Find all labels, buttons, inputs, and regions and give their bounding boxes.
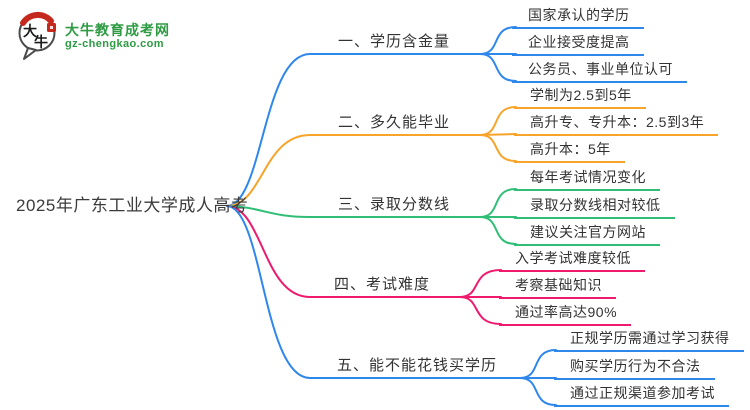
leaf-node: 企业接受度提高 (512, 34, 644, 56)
leaf-node: 建议关注官方网站 (514, 224, 660, 246)
leaf-node: 考察基础知识 (499, 277, 616, 299)
logo-speech-bubble-icon: 大 牛 (18, 11, 56, 60)
root-node: 2025年广东工业大学成人高考 (16, 196, 249, 215)
leaf-node: 购买学历行为不合法 (554, 358, 715, 380)
leaf-node: 通过率高达90% (499, 304, 632, 326)
branch-node-5: 五、能不能花钱买学历 (337, 357, 498, 374)
site-url: gz-chengkao.com (65, 38, 164, 50)
leaf-node: 录取分数线相对较低 (514, 197, 675, 219)
leaf-node: 入学考试难度较低 (499, 250, 645, 272)
leaf-node: 高升本：5年 (514, 141, 625, 163)
leaf-node: 学制为2.5到5年 (514, 87, 646, 109)
branch-node-3: 三、录取分数线 (338, 196, 451, 213)
leaf-node: 公务员、事业单位认可 (512, 61, 687, 83)
leaf-node: 高升专、专升本：2.5到3年 (514, 114, 719, 136)
branch-node-1: 一、学历含金量 (338, 33, 451, 50)
site-logo: 大 牛 大牛教育成考网 gz-chengkao.com (16, 11, 226, 63)
branch-node-2: 二、多久能毕业 (338, 114, 451, 131)
leaf-node: 每年考试情况变化 (514, 169, 660, 191)
leaf-node: 国家承认的学历 (512, 7, 644, 29)
logo-char-1: 大 (23, 23, 37, 40)
site-name: 大牛教育成考网 (65, 22, 170, 38)
logo-char-2: 牛 (34, 34, 48, 51)
leaf-node: 通过正规渠道参加考试 (554, 385, 729, 407)
branch-node-4: 四、考试难度 (334, 276, 431, 293)
leaf-node: 正规学历需通过学习获得 (554, 330, 744, 352)
